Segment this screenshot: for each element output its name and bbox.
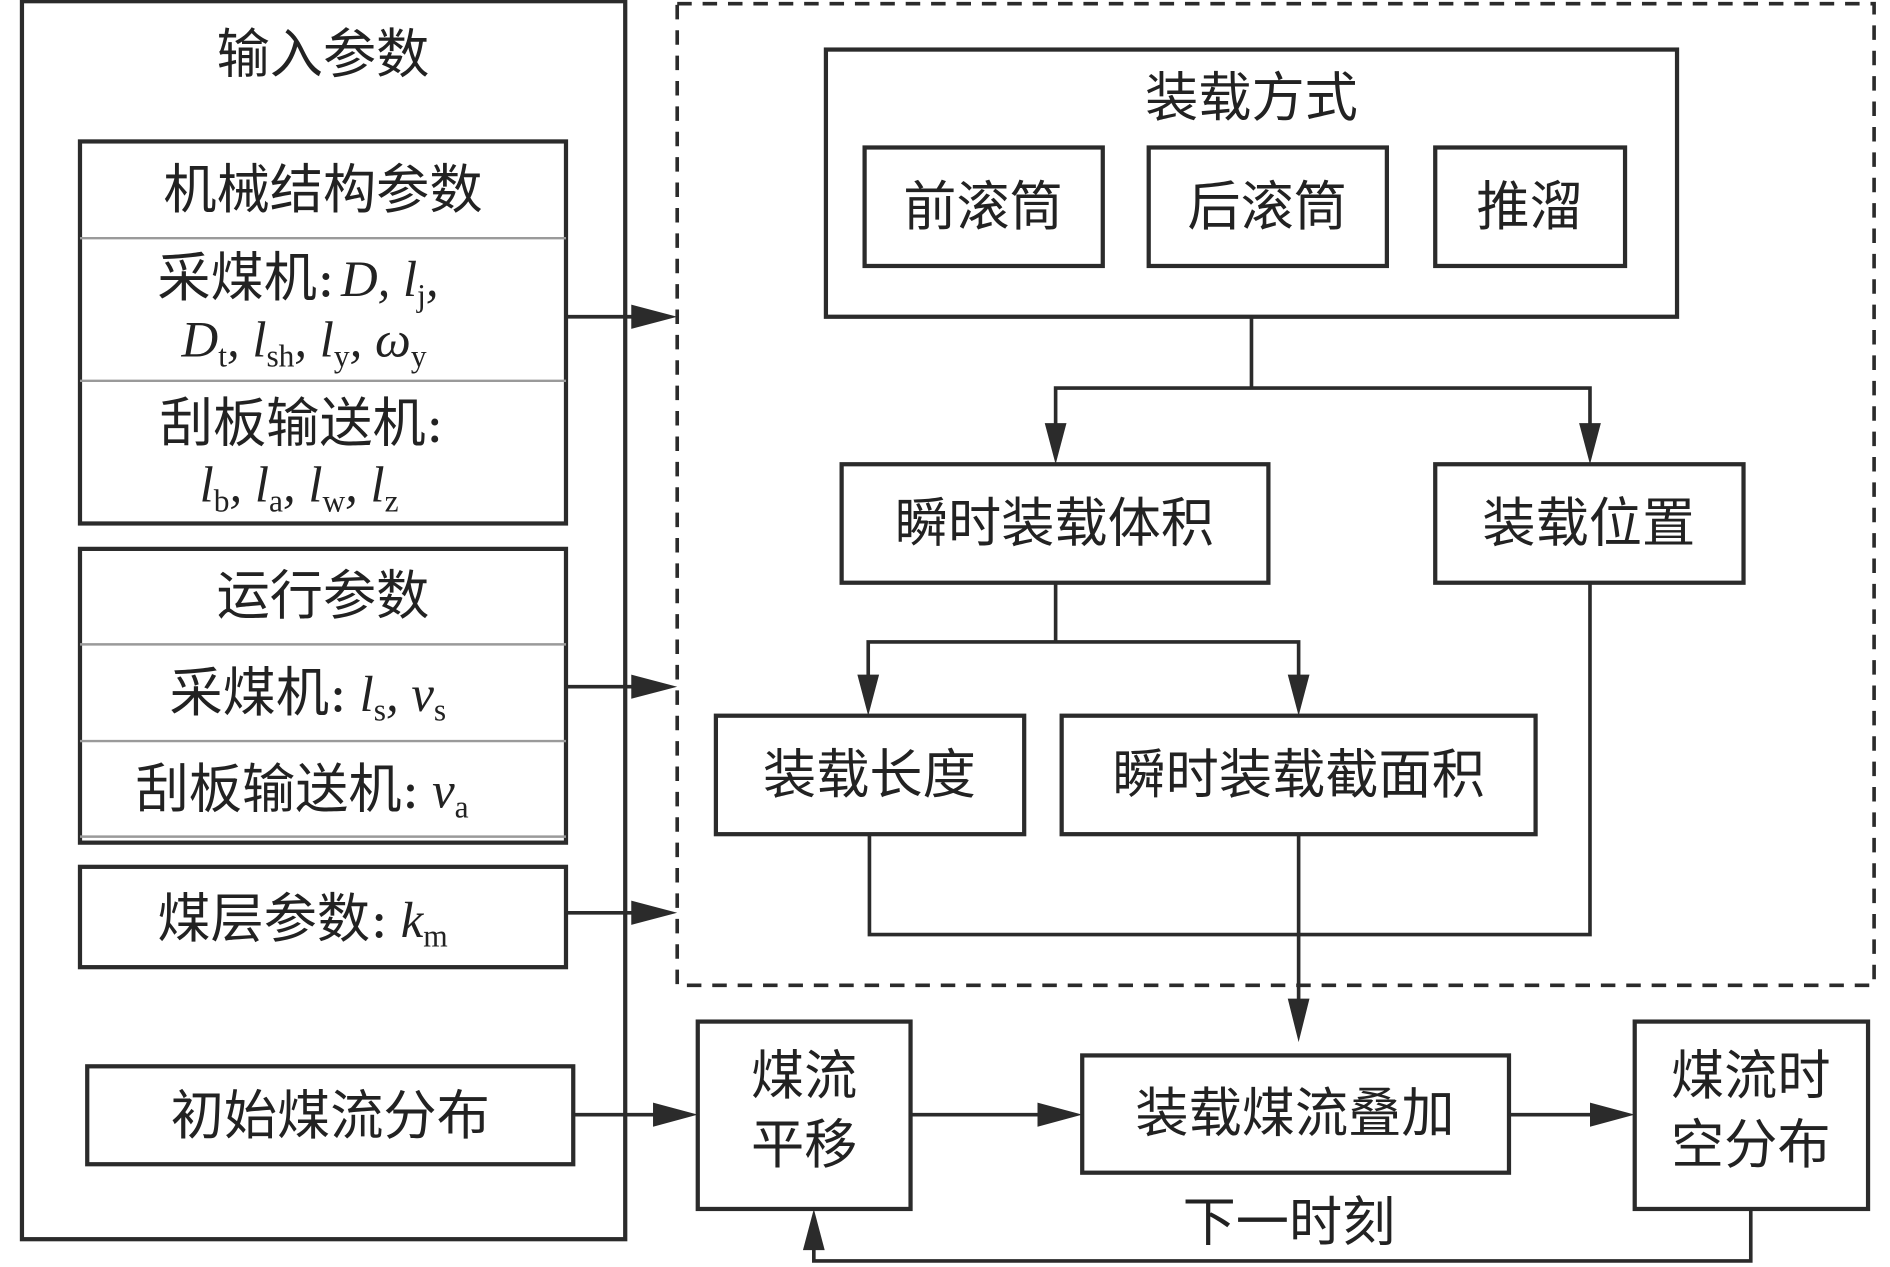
- loading-model-region: [675, 1, 1876, 988]
- arrow-mechanical: [631, 304, 678, 329]
- feedback-loop: [812, 1208, 1753, 1263]
- operating-params-box: [77, 546, 569, 845]
- instant-volume-box: [839, 462, 1271, 585]
- arrow-superpose-to-result: [1589, 1102, 1635, 1127]
- mechanical-conveyor-label: 刮板输送机:: [160, 392, 444, 454]
- instant-section-box: [1059, 713, 1538, 837]
- mechanical-params-box: [77, 139, 569, 526]
- initial-distribution-box: [85, 1064, 576, 1167]
- arrow-feedback: [802, 1208, 825, 1251]
- push-label: 推溜: [1476, 176, 1582, 238]
- mechanical-shearer-line1: 采煤机: D, lj,: [157, 247, 438, 313]
- push-box: [1433, 145, 1628, 269]
- next-moment-label: 下一时刻: [1183, 1191, 1396, 1253]
- spatiotemporal-distribution-box: [1632, 1019, 1871, 1212]
- rear-drum-label: 后滚筒: [1187, 176, 1347, 238]
- instant-section-label: 瞬时装载截面积: [1112, 744, 1484, 806]
- seam-params-box: [77, 864, 569, 970]
- loading-position-box: [1433, 462, 1746, 585]
- mechanical-title: 机械结构参数: [163, 159, 482, 221]
- translate-line2: 平移: [751, 1114, 857, 1176]
- front-drum-label: 前滚筒: [903, 176, 1063, 238]
- result-line2: 空分布: [1671, 1114, 1831, 1176]
- initial-distribution-label: 初始煤流分布: [171, 1085, 490, 1147]
- seam-params: 煤层参数: km: [157, 888, 447, 954]
- arrow-to-superpose: [1287, 998, 1310, 1043]
- arrow-operating: [631, 674, 678, 699]
- arrow-initial-to-translate: [653, 1102, 698, 1127]
- operating-shearer: 采煤机: ls, vs: [169, 662, 446, 728]
- loading-position-label: 装载位置: [1482, 493, 1695, 555]
- operating-title: 运行参数: [217, 565, 430, 627]
- loading-length-box: [713, 713, 1027, 837]
- front-drum-box: [862, 145, 1105, 269]
- instant-volume-label: 瞬时装载体积: [895, 493, 1214, 555]
- input-panel-title: 输入参数: [217, 24, 430, 86]
- result-line1: 煤流时: [1671, 1045, 1831, 1107]
- translate-line1: 煤流: [751, 1045, 857, 1107]
- mechanical-conveyor-params: lb, la, lw, lz: [200, 457, 399, 519]
- loading-mode-title: 装载方式: [1145, 67, 1358, 129]
- loading-length-label: 装载长度: [763, 744, 976, 806]
- mechanical-shearer-line2: Dt, lsh, ly, ωy: [181, 312, 427, 374]
- operating-conveyor: 刮板输送机: va: [136, 759, 469, 825]
- arrow-translate-to-superpose: [1037, 1102, 1083, 1127]
- arrow-seam: [631, 900, 678, 925]
- rear-drum-box: [1146, 145, 1389, 269]
- superpose-label: 装载煤流叠加: [1135, 1083, 1454, 1145]
